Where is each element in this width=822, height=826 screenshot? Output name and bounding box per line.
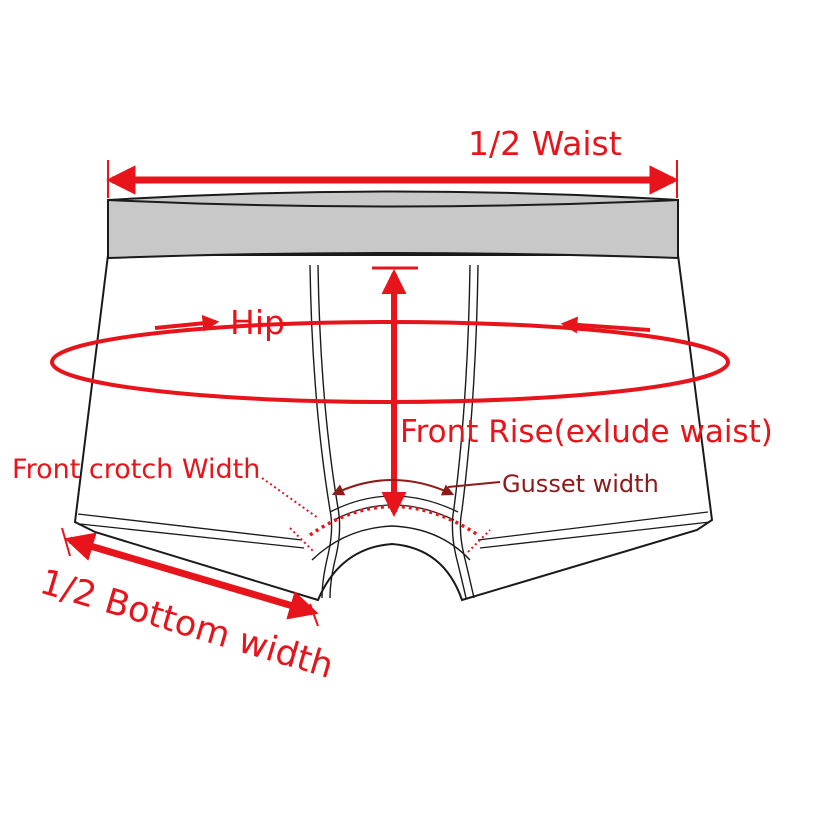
left-panel-seam	[309, 264, 333, 599]
crotch-curve	[311, 525, 471, 561]
front-rise-label: Front Rise(exlude waist)	[400, 414, 773, 450]
hip-arrow-right	[560, 316, 651, 334]
front-crotch-label: Front crotch Width	[12, 454, 260, 485]
waistband	[107, 190, 679, 260]
front-rise-measurement: Front Rise(exlude waist)	[372, 266, 773, 518]
right-hem-line	[477, 511, 709, 541]
gusset-leader	[447, 481, 501, 488]
gusset-arrow	[331, 479, 455, 496]
front-crotch-leader	[261, 477, 319, 519]
right-panel-seam-2	[459, 264, 479, 599]
bottom-arrow	[64, 532, 319, 620]
hip-arrow-left	[154, 314, 220, 332]
gusset-measurement: Gusset width	[331, 470, 659, 498]
waistband-band	[107, 190, 679, 260]
hip-label: Hip	[230, 303, 285, 342]
waistband-top-edge	[107, 199, 679, 208]
front-crotch-dotted-arc	[309, 504, 479, 537]
front-crotch-tick-right	[467, 529, 491, 553]
waist-label: 1/2 Waist	[468, 124, 622, 163]
waist-measurement: 1/2 Waist	[106, 124, 679, 198]
gusset-label: Gusset width	[502, 470, 659, 498]
right-panel-seam	[451, 264, 471, 599]
front-crotch-measurement: Front crotch Width	[12, 454, 491, 553]
bottom-tick-left	[61, 527, 71, 557]
right-hem-line-2	[479, 521, 711, 549]
